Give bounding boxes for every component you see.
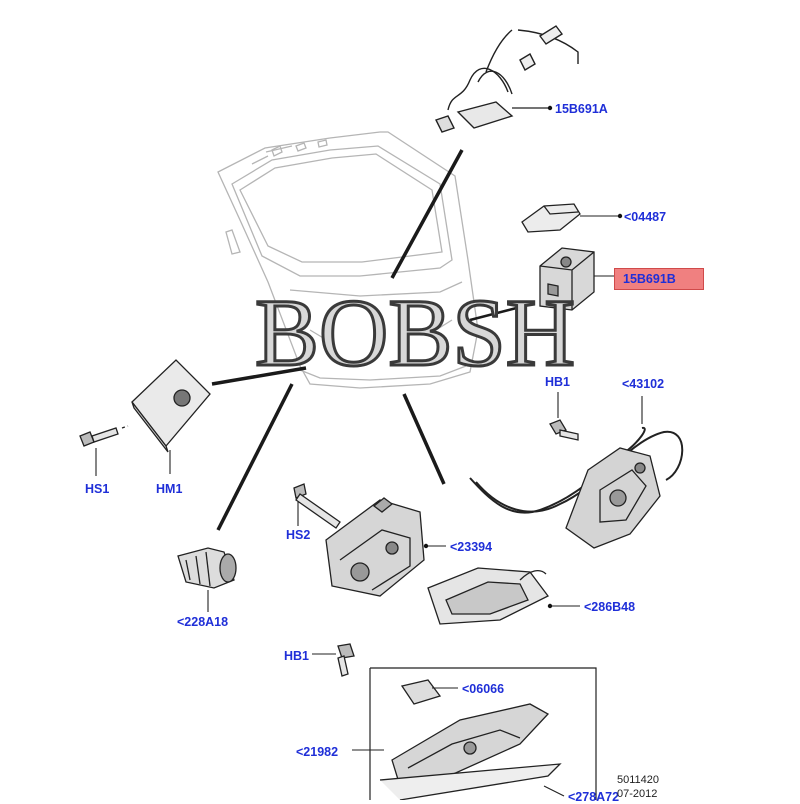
- part-21982-assembly: [352, 667, 597, 800]
- callout-hs1[interactable]: HS1: [85, 482, 110, 496]
- callout-04487[interactable]: <04487: [624, 210, 667, 224]
- watermark-letter: H: [504, 279, 576, 386]
- callout-hb1-top[interactable]: HB1: [545, 375, 571, 389]
- part-286b48-handle: [427, 567, 580, 625]
- reference-number: 5011420: [617, 774, 660, 786]
- callout-15b691b[interactable]: 15B691B: [614, 268, 704, 290]
- callout-43102[interactable]: <43102: [622, 377, 665, 391]
- reference-date: 07-2012: [617, 788, 658, 800]
- watermark-letter: B: [253, 279, 320, 386]
- part-hs1-bolt: [79, 425, 129, 476]
- callout-23394[interactable]: <23394: [450, 540, 493, 554]
- part-15b691a-harness: [435, 25, 579, 133]
- leader-dot: [617, 213, 623, 219]
- callout-hm1[interactable]: HM1: [156, 482, 183, 496]
- watermark-letter: B: [387, 279, 454, 386]
- watermark-letter: O: [318, 279, 390, 386]
- callout-15b691a[interactable]: 15B691A: [555, 102, 608, 116]
- callout-286b48[interactable]: <286B48: [584, 600, 636, 614]
- part-04487-bracket: [521, 203, 620, 233]
- leader-dot: [423, 543, 429, 549]
- watermark: B O B S H: [253, 279, 576, 386]
- leader-dot: [547, 603, 553, 609]
- part-228a18-bumper: [177, 547, 237, 612]
- callout-21982[interactable]: <21982: [296, 745, 339, 759]
- part-23394-latch: [325, 497, 446, 597]
- callout-hs2[interactable]: HS2: [286, 528, 311, 542]
- callout-hb1-bottom[interactable]: HB1: [284, 649, 310, 663]
- part-hm1-block: [131, 359, 211, 474]
- callout-06066[interactable]: <06066: [462, 682, 505, 696]
- leader-dot: [547, 105, 553, 111]
- watermark-letter: S: [451, 279, 507, 386]
- part-43102-latch-cable: [469, 392, 684, 549]
- callout-278a72[interactable]: <278A72: [568, 790, 620, 804]
- part-hb1-bolt: [312, 643, 355, 677]
- leader-lines: [211, 149, 533, 531]
- callout-228a18[interactable]: <228A18: [177, 615, 229, 629]
- part-15b691b-module: [539, 247, 614, 311]
- tailgate-outline: [217, 131, 479, 389]
- part-hs2-bolt: [293, 483, 341, 529]
